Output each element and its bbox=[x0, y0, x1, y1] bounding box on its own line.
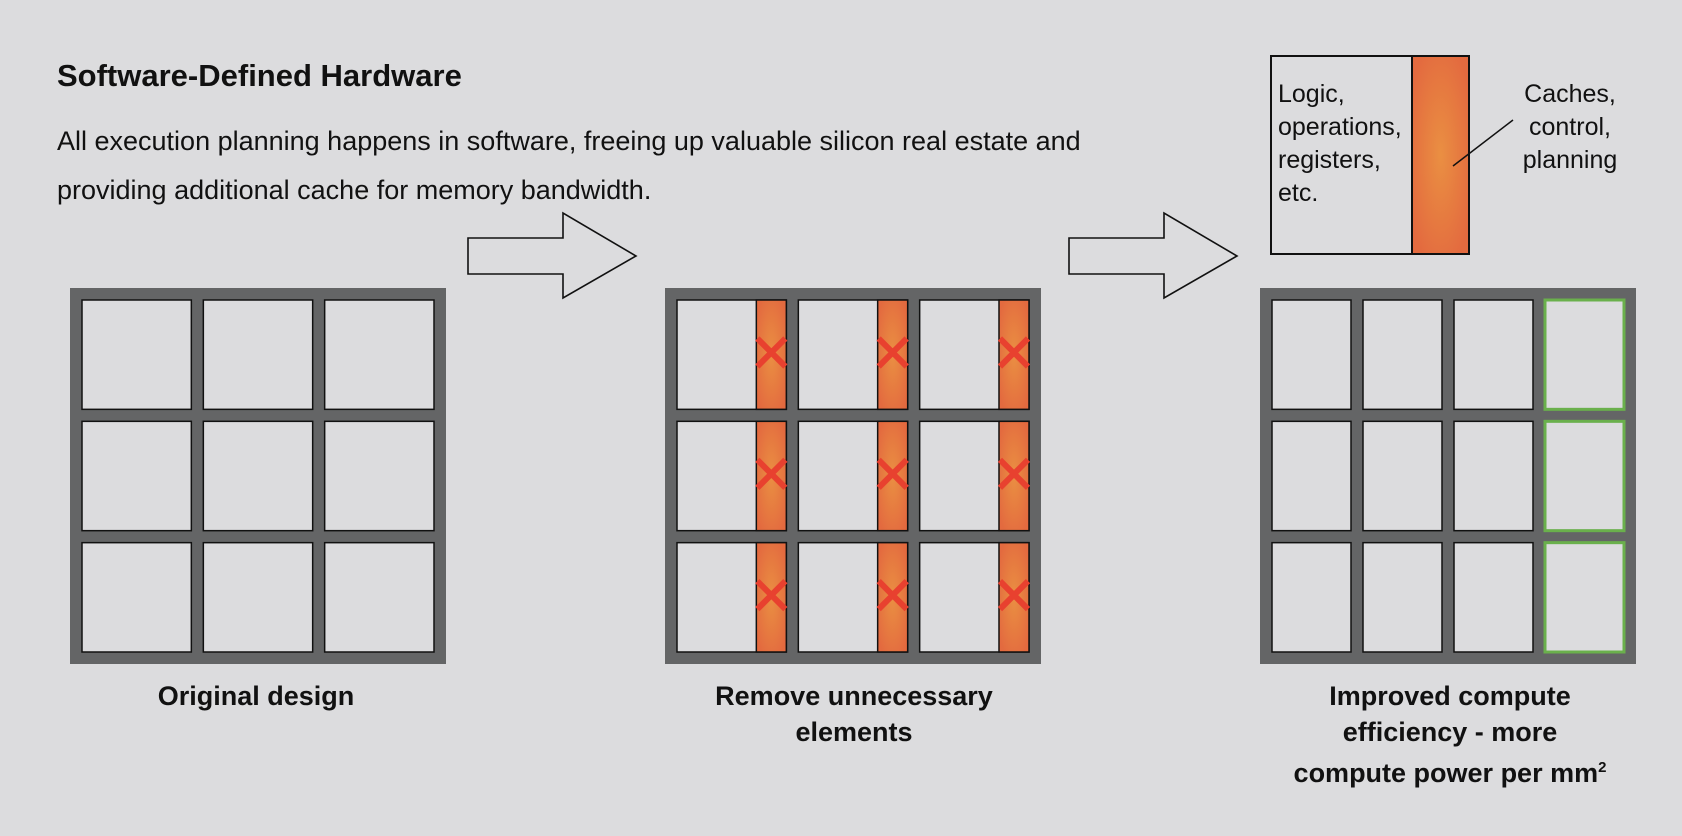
chip-grid-3 bbox=[1260, 288, 1636, 664]
legend-pointer-line bbox=[1452, 119, 1514, 167]
chip-grid-2 bbox=[665, 288, 1041, 664]
compute-cell bbox=[1362, 420, 1443, 532]
caption-superscript: 2 bbox=[1598, 759, 1607, 776]
remove-x-icon bbox=[997, 579, 1031, 612]
remove-x-icon bbox=[997, 457, 1031, 490]
legend-cache-label: Caches, control, planning bbox=[1515, 78, 1625, 177]
compute-cell bbox=[81, 541, 193, 653]
caption-line: elements bbox=[795, 717, 913, 747]
compute-cell bbox=[1453, 541, 1534, 653]
caption-line: Original design bbox=[157, 681, 355, 711]
chip-grid-1 bbox=[70, 288, 446, 664]
new-compute-cell bbox=[1543, 298, 1626, 411]
compute-cell bbox=[1271, 299, 1352, 411]
new-compute-cell bbox=[1543, 541, 1626, 654]
caption-line: compute power per mm2 bbox=[1240, 750, 1660, 791]
compute-cell bbox=[1453, 299, 1534, 411]
compute-cell bbox=[202, 541, 314, 653]
legend-logic-label: Logic, operations, registers, etc. bbox=[1278, 78, 1402, 210]
compute-cell bbox=[323, 541, 435, 653]
legend-logic-line: Logic, bbox=[1278, 80, 1345, 108]
legend-cache-line: Caches, bbox=[1524, 80, 1616, 108]
arrow-right-icon bbox=[467, 211, 638, 300]
new-compute-cell bbox=[1543, 419, 1626, 533]
caption-line: Remove unnecessary bbox=[715, 681, 993, 711]
compute-cell bbox=[1271, 420, 1352, 532]
legend-logic-line: etc. bbox=[1278, 179, 1319, 207]
remove-x-icon bbox=[876, 336, 909, 369]
caption-line: efficiency - more bbox=[1342, 717, 1558, 747]
compute-cell bbox=[202, 299, 314, 411]
legend-logic-line: operations, bbox=[1278, 113, 1402, 141]
compute-cell bbox=[81, 299, 193, 411]
description-line-1: All execution planning happens in softwa… bbox=[57, 126, 1081, 156]
compute-cell bbox=[1453, 420, 1534, 532]
legend-cache-line: control, bbox=[1529, 113, 1611, 141]
remove-x-icon bbox=[755, 579, 788, 612]
legend-block bbox=[1270, 55, 1514, 255]
compute-cell bbox=[1362, 299, 1443, 411]
caption-original-design: Original design bbox=[46, 678, 466, 714]
legend-cache-strip bbox=[1411, 55, 1470, 255]
caption-improved-efficiency: Improved compute efficiency - more compu… bbox=[1240, 678, 1660, 791]
remove-x-icon bbox=[876, 579, 909, 612]
legend-logic-line: registers, bbox=[1278, 146, 1381, 174]
compute-cell bbox=[1271, 541, 1352, 653]
compute-cell bbox=[323, 420, 435, 532]
description-line-2: providing additional cache for memory ba… bbox=[57, 175, 652, 205]
legend-cache-line: planning bbox=[1522, 146, 1618, 174]
arrow-right-icon bbox=[1068, 211, 1239, 300]
page-title: Software-Defined Hardware bbox=[57, 58, 462, 93]
legend-logic-area bbox=[1270, 55, 1413, 255]
caption-line: Improved compute bbox=[1329, 681, 1571, 711]
compute-cell bbox=[202, 420, 314, 532]
compute-cell bbox=[323, 299, 435, 411]
compute-cell bbox=[1362, 541, 1443, 653]
compute-cell bbox=[81, 420, 193, 532]
remove-x-icon bbox=[876, 457, 909, 490]
caption-text: compute power per mm bbox=[1293, 758, 1599, 788]
remove-x-icon bbox=[755, 336, 788, 369]
remove-x-icon bbox=[997, 336, 1031, 369]
caption-remove-elements: Remove unnecessary elements bbox=[644, 678, 1064, 750]
remove-x-icon bbox=[755, 457, 788, 490]
